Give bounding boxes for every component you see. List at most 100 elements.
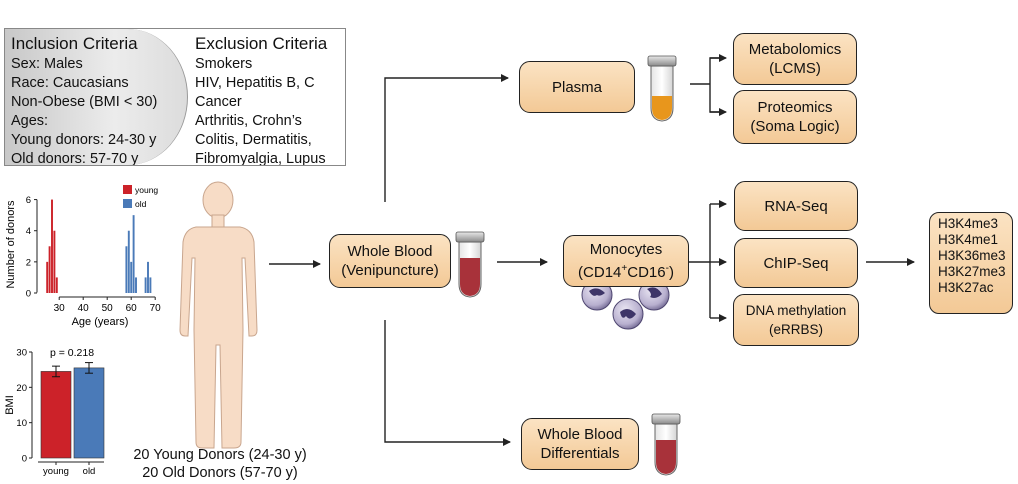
- y-tick-label: 30: [16, 348, 27, 359]
- inclusion-line: Old donors: 57-70 y: [11, 151, 139, 166]
- y-tick-label: 4: [26, 226, 31, 237]
- histogram-bar-young: [51, 199, 53, 293]
- proteomics-method: (Soma Logic): [750, 118, 840, 135]
- monocytes-box: Monocytes (CD14+CD16-): [563, 235, 689, 287]
- exclusion-line: Arthritis, Crohn’s: [195, 113, 302, 129]
- legend-swatch-old: [123, 199, 132, 208]
- metabolomics-label: Metabolomics: [748, 41, 842, 58]
- p-value-annotation: p = 0.218: [50, 347, 94, 359]
- dna-methylation-method: (eRRBS): [768, 322, 823, 337]
- metabolomics-box: Metabolomics (LCMS): [733, 33, 857, 85]
- histone-mark: H3K36me3: [938, 248, 1006, 263]
- bmi-bar-young: [40, 371, 72, 459]
- whole-blood-method: (Venipuncture): [341, 262, 439, 279]
- x-tick-label: 50: [102, 303, 114, 314]
- inclusion-title: Inclusion Criteria: [11, 34, 138, 53]
- histogram-bar-old: [132, 215, 135, 293]
- bmi-bar-old: [73, 367, 105, 459]
- proteomics-box: Proteomics (Soma Logic): [733, 90, 857, 144]
- arrow-to-plasma: [384, 74, 509, 202]
- human-figure-icon: [179, 181, 258, 449]
- histogram-bar-old: [149, 277, 152, 293]
- legend-label-young: young: [135, 185, 158, 195]
- dna-methylation-box: DNA methylation (eRRBS): [733, 294, 859, 346]
- histogram-bar-young: [55, 277, 58, 293]
- histogram-bar-old: [125, 246, 128, 293]
- exclusion-title: Exclusion Criteria: [195, 34, 328, 53]
- donor-counts: 20 Young Donors (24-30 y) 20 Old Donors …: [120, 446, 320, 482]
- inclusion-line: Race: Caucasians: [11, 75, 129, 91]
- whole-blood-box: Whole Blood (Venipuncture): [329, 234, 451, 288]
- y-axis-label: BMI: [4, 395, 16, 415]
- exclusion-line: Colitis, Dermatitis,: [195, 132, 312, 148]
- y-tick-label: 10: [16, 418, 27, 429]
- differentials-label-line1: Whole Blood: [537, 426, 623, 443]
- legend-swatch-young: [123, 185, 132, 194]
- legend-label-old: old: [135, 199, 147, 209]
- x-tick-label: 30: [54, 303, 66, 314]
- histone-mark: H3K4me3: [938, 216, 999, 231]
- young-donor-count: 20 Young Donors (24-30 y): [133, 447, 307, 463]
- histogram-bar-old: [130, 261, 133, 293]
- rnaseq-box: RNA-Seq: [734, 181, 858, 231]
- inclusion-line: Young donors: 24-30 y: [11, 132, 157, 148]
- exclusion-line: Fibromyalgia, Lupus: [195, 151, 326, 166]
- arrow-to-differentials: [384, 320, 511, 446]
- exclusion-line: Smokers: [195, 56, 253, 72]
- plasma-box: Plasma: [519, 61, 635, 113]
- rnaseq-label: RNA-Seq: [764, 197, 828, 215]
- histogram-bar-old: [127, 230, 130, 293]
- monocyte-cells-icon: [581, 279, 670, 330]
- histone-marks-box: H3K4me3 H3K4me1 H3K36me3 H3K27me3 H3K27a…: [929, 212, 1013, 314]
- exclusion-line: HIV, Hepatitis B, C: [195, 75, 315, 91]
- y-axis-label: Number of donors: [5, 200, 17, 289]
- chipseq-box: ChIP-Seq: [734, 238, 858, 288]
- y-tick-label: 20: [16, 383, 27, 394]
- x-tick-label: 70: [150, 303, 162, 314]
- histogram-bar-young: [48, 246, 51, 293]
- y-tick-label: 0: [26, 289, 31, 300]
- criteria-panel: Inclusion Criteria Sex: Males Race: Cauc…: [4, 28, 346, 166]
- x-tick-label: young: [43, 466, 69, 477]
- arrow-plasma-split: [690, 57, 724, 113]
- histogram-bar-old: [144, 277, 147, 293]
- histogram-bar-young: [53, 230, 56, 293]
- inclusion-line: Ages:: [11, 113, 49, 129]
- dna-methylation-label: DNA methylation: [745, 303, 847, 318]
- exclusion-criteria: Exclusion Criteria Smokers HIV, Hepatiti…: [195, 33, 328, 166]
- x-tick-label: 40: [78, 303, 90, 314]
- monocytes-label: Monocytes: [589, 241, 663, 258]
- histone-mark: H3K27me3: [938, 264, 1006, 279]
- inclusion-line: Sex: Males: [11, 56, 83, 72]
- histone-mark: H3K4me1: [938, 232, 999, 247]
- x-axis-label: Age (years): [72, 316, 129, 328]
- inclusion-line: Non-Obese (BMI < 30): [11, 94, 158, 110]
- y-tick-label: 6: [26, 195, 31, 206]
- chipseq-label: ChIP-Seq: [763, 254, 829, 272]
- whole-blood-label: Whole Blood: [347, 243, 433, 260]
- arrow-monocytes-split: [689, 204, 711, 318]
- inclusion-criteria: Inclusion Criteria Sex: Males Race: Cauc…: [11, 33, 158, 166]
- histogram-bar-young: [46, 261, 49, 293]
- histogram-bar-old: [147, 261, 149, 293]
- differentials-tube-icon: [651, 413, 681, 476]
- old-donor-count: 20 Old Donors (57-70 y): [142, 465, 298, 481]
- whole-blood-tube-icon: [455, 231, 485, 298]
- inclusion-shade: [5, 29, 188, 165]
- histone-mark: H3K27ac: [938, 280, 994, 295]
- x-tick-label: old: [83, 466, 96, 477]
- histogram-bar-old: [135, 277, 137, 293]
- y-tick-label: 2: [26, 257, 31, 268]
- exclusion-line: Cancer: [195, 94, 242, 110]
- plasma-label: Plasma: [551, 78, 603, 96]
- proteomics-label: Proteomics: [757, 99, 833, 116]
- differentials-label-line2: Differentials: [540, 445, 620, 462]
- x-tick-label: 60: [126, 303, 138, 314]
- plasma-tube-icon: [647, 55, 677, 122]
- metabolomics-method: (LCMS): [769, 60, 821, 77]
- monocytes-markers: (CD14+CD16-): [578, 263, 674, 281]
